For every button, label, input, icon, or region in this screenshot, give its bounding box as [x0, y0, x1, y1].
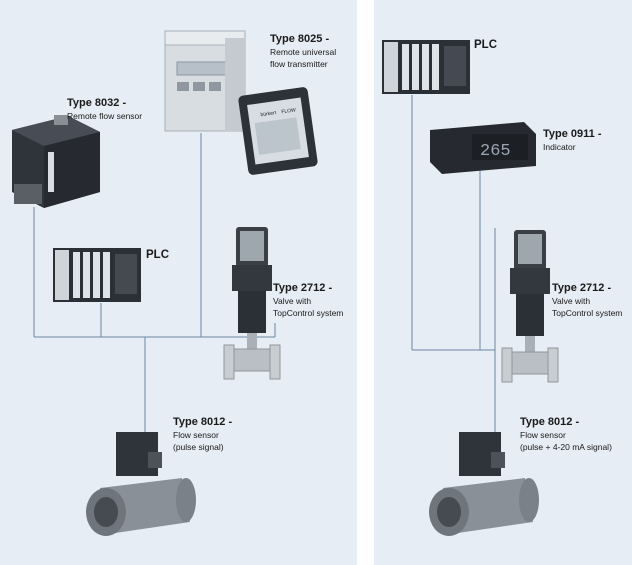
type-8025-title: Type 8025 -	[270, 33, 330, 45]
type-8025-label: Type 8025 - Remote universal flow transm…	[270, 32, 336, 70]
type-8032-sensor-image	[12, 115, 100, 208]
type-2712-right-label: Type 2712 - Valve with TopControl system	[552, 281, 622, 319]
type-8012-sensor-right-image	[429, 432, 539, 536]
type-0911-label: Type 0911 - Indicator	[543, 127, 602, 153]
indicator-readout: 265	[480, 142, 511, 161]
type-2712-left-title: Type 2712 -	[273, 282, 333, 294]
type-2712-valve-right-image	[501, 230, 559, 383]
type-2712-left-line1: Valve with	[273, 296, 312, 306]
type-8012-right-line1: Flow sensor	[520, 430, 566, 440]
display-brand: bürkert	[260, 110, 277, 118]
type-0911-line1: Indicator	[543, 142, 576, 152]
plc-left-image	[53, 248, 141, 302]
type-8032-title: Type 8032 -	[67, 97, 127, 109]
plc-right-label: PLC	[474, 39, 497, 51]
type-2712-left-line2: TopControl system	[273, 308, 344, 318]
plc-left-label: PLC	[146, 249, 169, 261]
right-panel	[374, 0, 632, 565]
type-0911-title: Type 0911 -	[543, 128, 602, 140]
type-8012-right-line2: (pulse + 4-20 mA signal)	[520, 442, 612, 452]
type-8012-left-line2: (pulse signal)	[173, 442, 224, 452]
type-0911-indicator-image: 265	[430, 122, 536, 174]
type-8032-label: Type 8032 - Remote flow sensor	[67, 96, 142, 122]
type-2712-right-line2: TopControl system	[552, 308, 623, 318]
type-8025-line2: flow transmitter	[270, 59, 328, 69]
type-2712-valve-left-image	[223, 227, 281, 380]
type-8012-left-line1: Flow sensor	[173, 430, 219, 440]
type-8025-line1: Remote universal	[270, 47, 337, 57]
type-8012-left-title: Type 8012 -	[173, 416, 233, 428]
plc-right-image	[382, 40, 470, 94]
type-2712-right-line1: Valve with	[552, 296, 591, 306]
type-8012-right-label: Type 8012 - Flow sensor (pulse + 4-20 mA…	[520, 415, 612, 453]
type-8012-sensor-left-image	[86, 432, 196, 536]
type-8025-transmitter-image: bürkert FLOW	[164, 30, 318, 175]
type-8012-left-label: Type 8012 - Flow sensor (pulse signal)	[173, 415, 232, 453]
display-readout: FLOW	[281, 107, 296, 115]
type-8012-right-title: Type 8012 -	[520, 416, 580, 428]
type-8032-line1: Remote flow sensor	[67, 111, 143, 121]
type-2712-right-title: Type 2712 -	[552, 282, 612, 294]
type-2712-left-label: Type 2712 - Valve with TopControl system	[273, 281, 343, 319]
